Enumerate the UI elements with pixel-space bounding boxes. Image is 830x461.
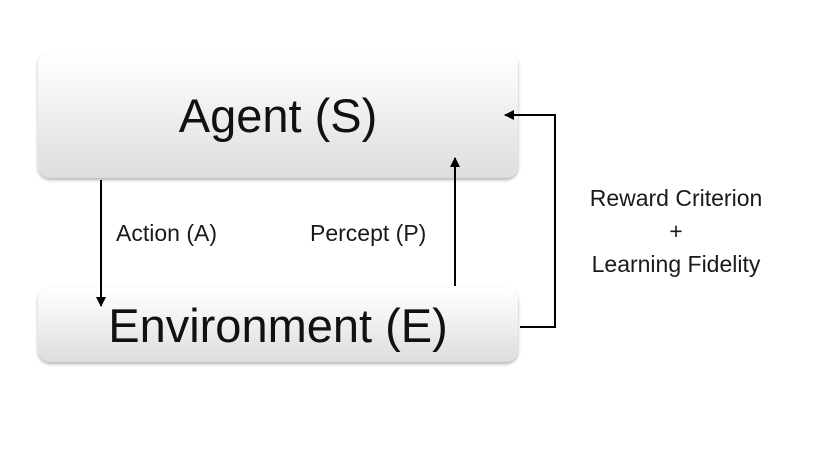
agent-box: Agent (S): [38, 52, 518, 178]
action-label: Action (A): [116, 220, 217, 246]
reward-line-1: Reward Criterion: [589, 185, 763, 211]
reward-feedback-arrow: [504, 110, 556, 328]
environment-box: Environment (E): [38, 288, 518, 362]
environment-label: Environment (E): [108, 298, 448, 352]
reward-line-2: +: [669, 218, 683, 244]
reward-criterion-block: Reward Criterion + Learning Fidelity: [566, 182, 786, 281]
reward-line-3: Learning Fidelity: [591, 251, 761, 277]
percept-label: Percept (P): [310, 220, 427, 246]
agent-label: Agent (S): [178, 88, 378, 142]
